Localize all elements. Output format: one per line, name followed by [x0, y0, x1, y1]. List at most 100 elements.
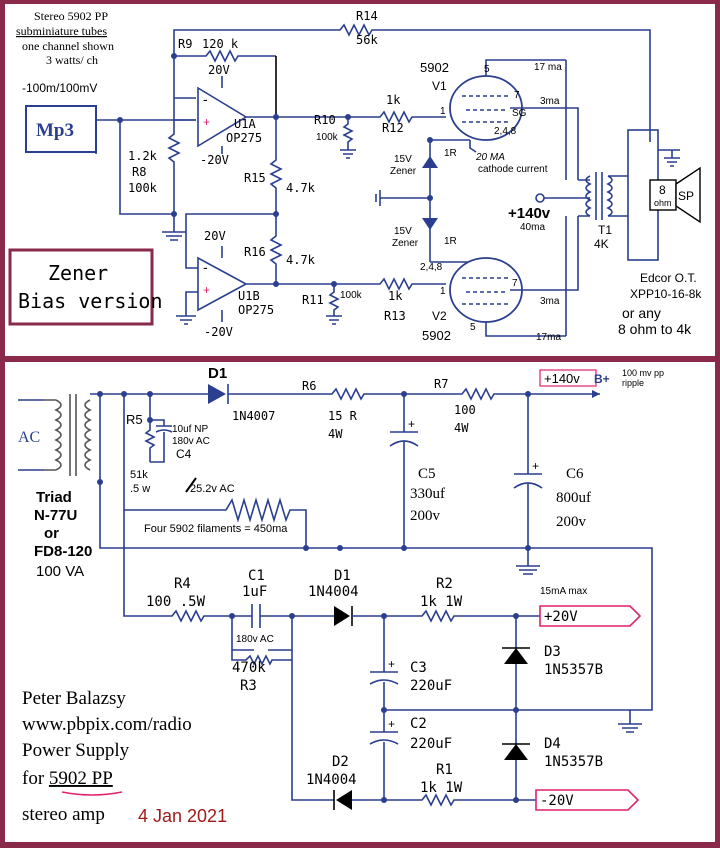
r1r-a: 1R — [444, 148, 457, 159]
d1-part: 1N4007 — [232, 409, 275, 423]
credit-for-a: for — [22, 768, 49, 789]
c6-label: C6 — [566, 466, 584, 482]
v1-pin5: 5 — [484, 64, 490, 75]
r1r-b: 1R — [444, 236, 457, 247]
plus20-label: +20V — [544, 609, 578, 625]
header-line1: Stereo 5902 PP — [34, 9, 108, 23]
mp3-label: Mp3 — [36, 120, 74, 141]
filament-v: 25.2v AC — [190, 483, 235, 495]
v2-label: V2 — [432, 309, 447, 323]
r16-label: R16 — [244, 245, 266, 259]
v1-tube-type: 5902 — [420, 60, 449, 75]
cathode-current-2: cathode current — [478, 164, 548, 175]
v2-17ma: 17ma — [536, 332, 561, 343]
r12-label: R12 — [382, 121, 404, 135]
credit-for-b: 5902 PP — [49, 768, 113, 789]
v1-pin248: 2,4,8 — [494, 126, 517, 137]
r5-val2: .5 w — [130, 483, 150, 495]
credit-for: for 5902 PP — [22, 768, 113, 789]
r10-label: R10 — [314, 113, 336, 127]
c2-val: 220uF — [410, 736, 452, 752]
ot-line2: XPP10-16-8k — [630, 287, 702, 301]
bplus-out-box — [539, 369, 597, 387]
c5-label: C5 — [418, 466, 436, 482]
r3-label: R3 — [240, 678, 257, 694]
d3-label: D3 — [544, 644, 561, 660]
v1-pin7: 7 — [514, 90, 520, 101]
d3-zener — [504, 648, 528, 664]
ripple-2: ripple — [622, 378, 644, 388]
header-line3: one channel shown — [22, 39, 114, 53]
z2-v: 15V — [394, 226, 412, 237]
cathode-current-1: 20 MA — [475, 152, 505, 163]
v1-17ma: 17 ma — [534, 62, 562, 73]
u1a-plus: + — [203, 115, 210, 129]
u1b-minus: - — [203, 259, 208, 275]
zener-box-line2: Bias version — [18, 289, 163, 313]
r8-label: R8 — [132, 165, 146, 179]
c4-val1: 10uf NP — [172, 424, 208, 435]
r5-label: R5 — [126, 412, 143, 427]
minus20-flag — [535, 789, 640, 811]
c6-val2: 200v — [556, 514, 587, 530]
c4-label: C4 — [176, 447, 192, 461]
u1a-opamp — [197, 86, 248, 148]
r3-val: 470k — [232, 660, 266, 676]
speaker-ohm2: ohm — [654, 198, 672, 208]
c3-plus: + — [388, 657, 395, 671]
zener-box-line1: Zener — [48, 261, 108, 285]
minus20-label: -20V — [540, 793, 574, 809]
d2-diode — [336, 790, 352, 810]
c5-val1: 330uf — [410, 486, 445, 502]
d1-diode — [208, 384, 226, 404]
bplus-out-b: B+ — [594, 372, 610, 386]
r7-val2: 4W — [454, 421, 469, 435]
r4-val: 100 .5W — [146, 594, 206, 610]
z2-name: Zener — [392, 238, 419, 249]
input-level: -100m/100mV — [22, 81, 97, 95]
r5-val1: 51k — [130, 469, 148, 481]
credit-amp: stereo amp — [22, 804, 105, 825]
r9-label: R9 — [178, 37, 192, 51]
v2-pin1: 1 — [440, 286, 446, 297]
v2-pin7: 7 — [512, 278, 518, 289]
bplus-amp-ma: 40ma — [520, 222, 545, 233]
c1-v: 180v AC — [236, 634, 274, 645]
d2-part: 1N4004 — [306, 772, 357, 788]
r1-label: R1 — [436, 762, 453, 778]
plus20-flag — [539, 605, 642, 627]
r10-val: 100k — [316, 132, 339, 143]
v1-label: V1 — [432, 79, 447, 93]
c3-val: 220uF — [410, 678, 452, 694]
d4-label: D4 — [544, 736, 561, 752]
v1-pin1: 1 — [440, 106, 446, 117]
r13-label: R13 — [384, 309, 406, 323]
v2-tube-type: 5902 — [422, 328, 451, 343]
v1-3ma: 3ma — [540, 96, 560, 107]
u1b-vp: 20V — [204, 229, 226, 243]
speaker-icon — [675, 166, 701, 224]
r15-label: R15 — [244, 171, 266, 185]
d4-part: 1N5357B — [544, 754, 603, 770]
d4-zener — [504, 744, 528, 760]
d3-part: 1N5357B — [544, 662, 603, 678]
z1-v: 15V — [394, 154, 412, 165]
triad-5: 100 VA — [36, 563, 84, 580]
u1b-part: OP275 — [238, 303, 274, 317]
r15-val: 4.7k — [286, 181, 316, 195]
bplus-out: +140v — [544, 371, 580, 386]
ot-line4: 8 ohm to 4k — [618, 321, 692, 337]
t1-secondary — [606, 175, 613, 217]
d1b-diode — [334, 606, 350, 626]
triad-3: or — [44, 525, 59, 542]
header-line2: subminiature tubes — [16, 24, 107, 38]
d1b-label: D1 — [334, 568, 351, 584]
ot-line3: or any — [622, 305, 661, 321]
r4-label: R4 — [174, 576, 191, 592]
r9-val: 120 k — [202, 37, 239, 51]
u1b-plus: + — [203, 283, 210, 297]
ac-label: AC — [18, 429, 40, 446]
c1-val: 1uF — [242, 584, 267, 600]
credit-name: Peter Balazsy — [22, 688, 126, 709]
amp-section: Stereo 5902 PP subminiature tubes one ch… — [8, 9, 702, 343]
